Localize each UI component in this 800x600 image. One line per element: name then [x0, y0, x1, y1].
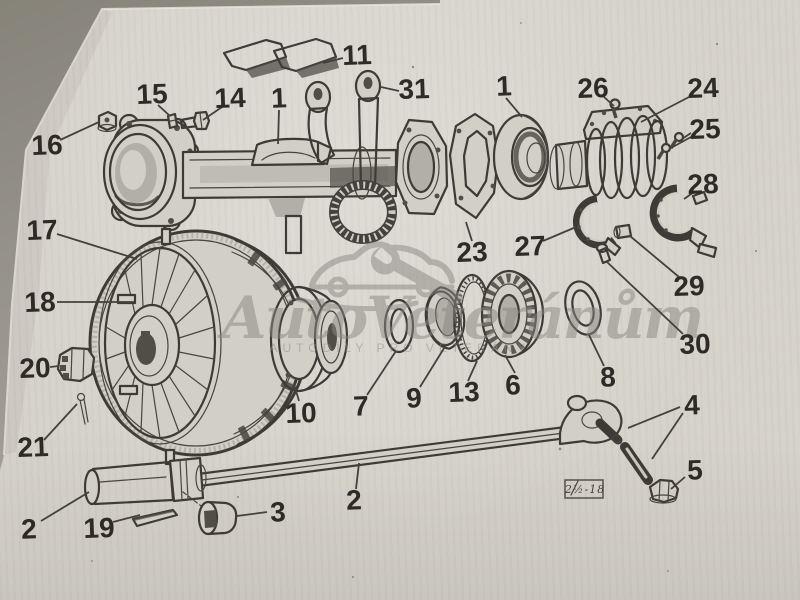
leader-line-31 — [380, 86, 400, 92]
leader-line-15 — [157, 104, 171, 117]
leader-line-4 — [651, 412, 684, 460]
bolt-14 — [179, 110, 211, 131]
seal-ring-8 — [564, 280, 602, 336]
callout-label-17: 17 — [26, 214, 58, 246]
callout-label-26: 26 — [577, 72, 609, 104]
shaft-fork-end — [558, 394, 623, 446]
leader-line-30 — [606, 261, 684, 335]
watermark-caption: AUTODÍLY PRO VETERÁNY — [269, 340, 530, 355]
clevis-pin-4 — [620, 442, 653, 485]
bushing-3 — [197, 500, 238, 536]
leader-line-4 — [627, 406, 681, 429]
leader-line-26 — [603, 96, 615, 107]
leader-line-19 — [112, 514, 141, 523]
axle-tube-housing — [102, 113, 449, 255]
callout-label-29: 29 — [673, 270, 705, 302]
callout-label-13: 13 — [448, 376, 480, 408]
cotter-pin-21 — [76, 392, 89, 425]
woodruff-key-19 — [131, 508, 179, 528]
callout-label-25: 25 — [689, 113, 721, 145]
leader-line-7 — [366, 350, 397, 396]
callout-label-11: 11 — [342, 39, 373, 71]
bellows-sleeve — [549, 139, 589, 191]
barrel-nut-29 — [613, 223, 633, 240]
screw-30 — [595, 242, 612, 265]
leader-line-23 — [465, 221, 473, 242]
leader-line-29 — [629, 235, 680, 278]
callout-label-24: 24 — [687, 72, 720, 104]
callout-label-19: 19 — [83, 512, 115, 544]
callout-label-18: 18 — [24, 286, 56, 318]
callout-label-2a: 2 — [21, 513, 38, 545]
callout-label-30: 30 — [679, 328, 711, 360]
photo-edge — [0, 0, 441, 470]
callout-label-2b: 2 — [346, 484, 363, 516]
leader-line-16 — [59, 121, 100, 141]
leader-line-3 — [236, 511, 268, 517]
friction-wedge-pair — [222, 37, 339, 78]
leader-line-14 — [202, 106, 223, 121]
watermark: AutoVeteránům AUTODÍLY PRO VETERÁNY — [217, 241, 704, 355]
screw-pair-25 — [656, 131, 685, 160]
leader-line-8 — [588, 334, 605, 367]
nut-16 — [97, 110, 118, 133]
leader-line-9 — [419, 344, 447, 388]
leader-line-5 — [670, 476, 686, 490]
leader-line-28 — [683, 191, 695, 200]
leader-line-10 — [293, 383, 300, 402]
callout-label-8: 8 — [600, 361, 617, 393]
leader-line-24 — [640, 96, 690, 123]
stamp: 2½-18 — [564, 479, 605, 499]
callout-label-6: 6 — [505, 369, 522, 401]
leader-line-1b — [505, 97, 523, 118]
callout-label-15: 15 — [136, 78, 168, 110]
wheel-hub-10 — [269, 285, 349, 393]
gasket-23 — [448, 112, 500, 220]
scan-specks — [91, 22, 757, 578]
roller-bearing-6 — [480, 269, 545, 359]
callout-label-16: 16 — [31, 129, 63, 161]
castle-nut-20 — [56, 346, 96, 383]
leader-line-2b — [355, 462, 360, 490]
callout-label-27: 27 — [514, 230, 546, 262]
leader-line-1a — [277, 109, 280, 145]
callout-label-31: 31 — [398, 73, 430, 105]
callout-label-28: 28 — [687, 168, 719, 200]
leader-line-27 — [542, 226, 577, 242]
callout-label-14: 14 — [214, 82, 247, 114]
callout-label-5: 5 — [687, 454, 704, 486]
leader-line-20 — [49, 365, 60, 368]
swing-arm-strap — [304, 69, 397, 244]
callout-label-7: 7 — [353, 390, 370, 422]
leader-line-6 — [504, 354, 516, 374]
callout-label-10: 10 — [285, 397, 317, 429]
callout-label-1b: 1 — [496, 70, 513, 102]
leader-line-21 — [43, 403, 78, 441]
callout-label-21: 21 — [17, 431, 49, 463]
leader-line-11 — [322, 57, 344, 64]
nut-5 — [648, 478, 680, 504]
leader-line-17 — [56, 233, 138, 260]
leader-line-2a — [40, 491, 90, 522]
wrench-icon — [370, 246, 464, 305]
roller-15 — [166, 112, 179, 130]
callout-label-20: 20 — [19, 352, 51, 384]
callout-label-1a: 1 — [271, 82, 288, 114]
callout-label-23: 23 — [456, 236, 488, 268]
watermark-script: AutoVeteránům — [217, 284, 703, 352]
rubber-bellows — [582, 104, 669, 200]
stamp-text: 2½-18 — [564, 483, 605, 496]
callout-label-3: 3 — [270, 496, 287, 528]
clamp-band-28 — [649, 184, 718, 259]
callout-label-4: 4 — [684, 389, 701, 421]
brake-drum — [88, 227, 309, 466]
leader-line-13 — [467, 360, 478, 382]
drive-flange-cone — [492, 113, 550, 201]
callout-label-9: 9 — [406, 382, 423, 414]
leader-line-25 — [668, 136, 692, 150]
leader-line-25 — [681, 132, 692, 140]
